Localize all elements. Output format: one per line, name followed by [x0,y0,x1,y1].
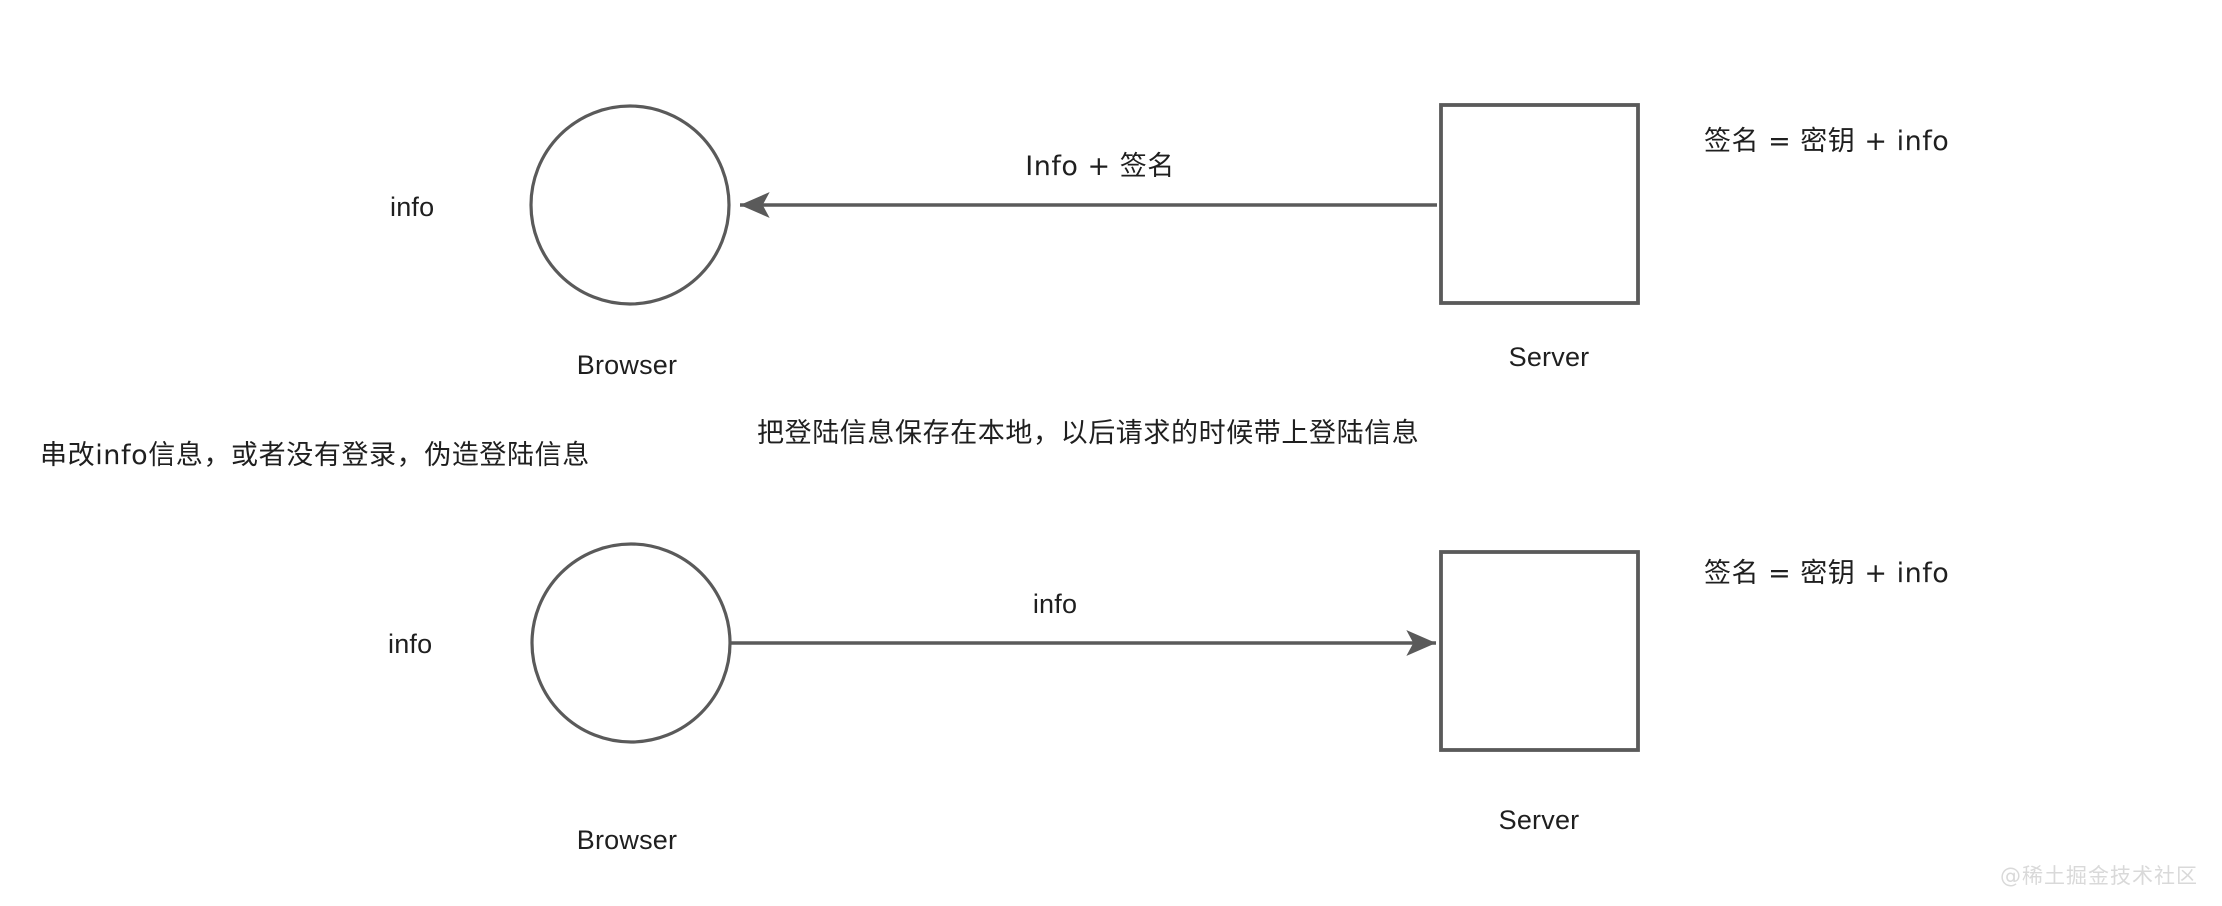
browser-circle-top [531,106,729,304]
arrow-label-bottom: info [1033,591,1077,618]
note-tamper-info: 串改info信息，或者没有登录，伪造登陆信息 [40,442,590,469]
browser-side-label-bottom: info [388,631,432,658]
browser-caption-bottom: Browser [577,827,677,854]
arrow-label-top: Info + 签名 [1025,153,1174,180]
browser-side-label-top: info [390,194,434,221]
browser-caption-top: Browser [577,352,677,379]
watermark-text: @稀土掘金技术社区 [2000,860,2198,890]
server-box-bottom [1441,552,1638,750]
note-store-login-info: 把登陆信息保存在本地，以后请求的时候带上登陆信息 [757,420,1419,447]
server-side-label-bottom: 签名 = 密钥 + info [1704,560,1949,587]
browser-circle-bottom [532,544,730,742]
server-box-top [1441,105,1638,303]
server-side-label-top: 签名 = 密钥 + info [1704,128,1949,155]
server-caption-top: Server [1509,344,1590,371]
server-caption-bottom: Server [1499,807,1580,834]
